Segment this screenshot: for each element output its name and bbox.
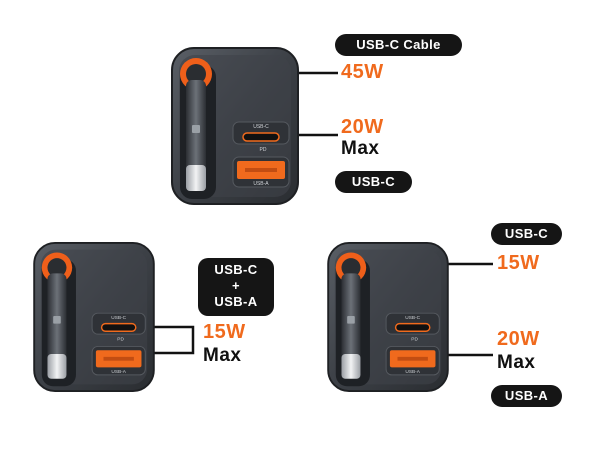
svg-text:PD: PD: [117, 337, 124, 343]
usb-c-cable-pill: USB-C Cable: [335, 34, 462, 56]
combo-watt-label: 15W: [203, 321, 246, 343]
svg-text:USB-C: USB-C: [405, 315, 420, 321]
usb-c-pill: USB-C: [335, 171, 412, 193]
right-usb-a-max-label: Max: [497, 352, 536, 373]
svg-text:PD: PD: [411, 337, 418, 343]
right-usb-a-pill: USB-A: [491, 385, 562, 407]
usb-c-watt-label: 20W: [341, 116, 384, 138]
combo-max-label: Max: [203, 345, 242, 366]
right-usb-c-pill: USB-C: [491, 223, 562, 245]
cable-watt-label: 45W: [341, 61, 384, 83]
charger-left: USB-C PD USB-A: [33, 242, 155, 392]
svg-text:PD: PD: [260, 147, 267, 153]
svg-text:USB-C: USB-C: [253, 124, 269, 130]
svg-text:USB-A: USB-A: [405, 369, 420, 375]
right-usb-c-watt-label: 15W: [497, 252, 540, 274]
combo-pill-line-3: USB-A: [214, 294, 258, 309]
right-usb-a-watt-label: 20W: [497, 328, 540, 350]
usb-c-plus-usb-a-pill: USB-C + USB-A: [198, 258, 274, 316]
svg-text:USB-C: USB-C: [111, 315, 126, 321]
combo-pill-line-1: USB-C: [214, 262, 258, 277]
charger-top: USB-C PD USB-A: [171, 47, 299, 205]
charger-right: USB-C PD USB-A: [327, 242, 449, 392]
svg-text:USB-A: USB-A: [111, 369, 126, 375]
usb-c-max-label: Max: [341, 138, 380, 159]
combo-pill-line-2: +: [232, 278, 240, 293]
svg-text:USB-A: USB-A: [253, 181, 269, 187]
